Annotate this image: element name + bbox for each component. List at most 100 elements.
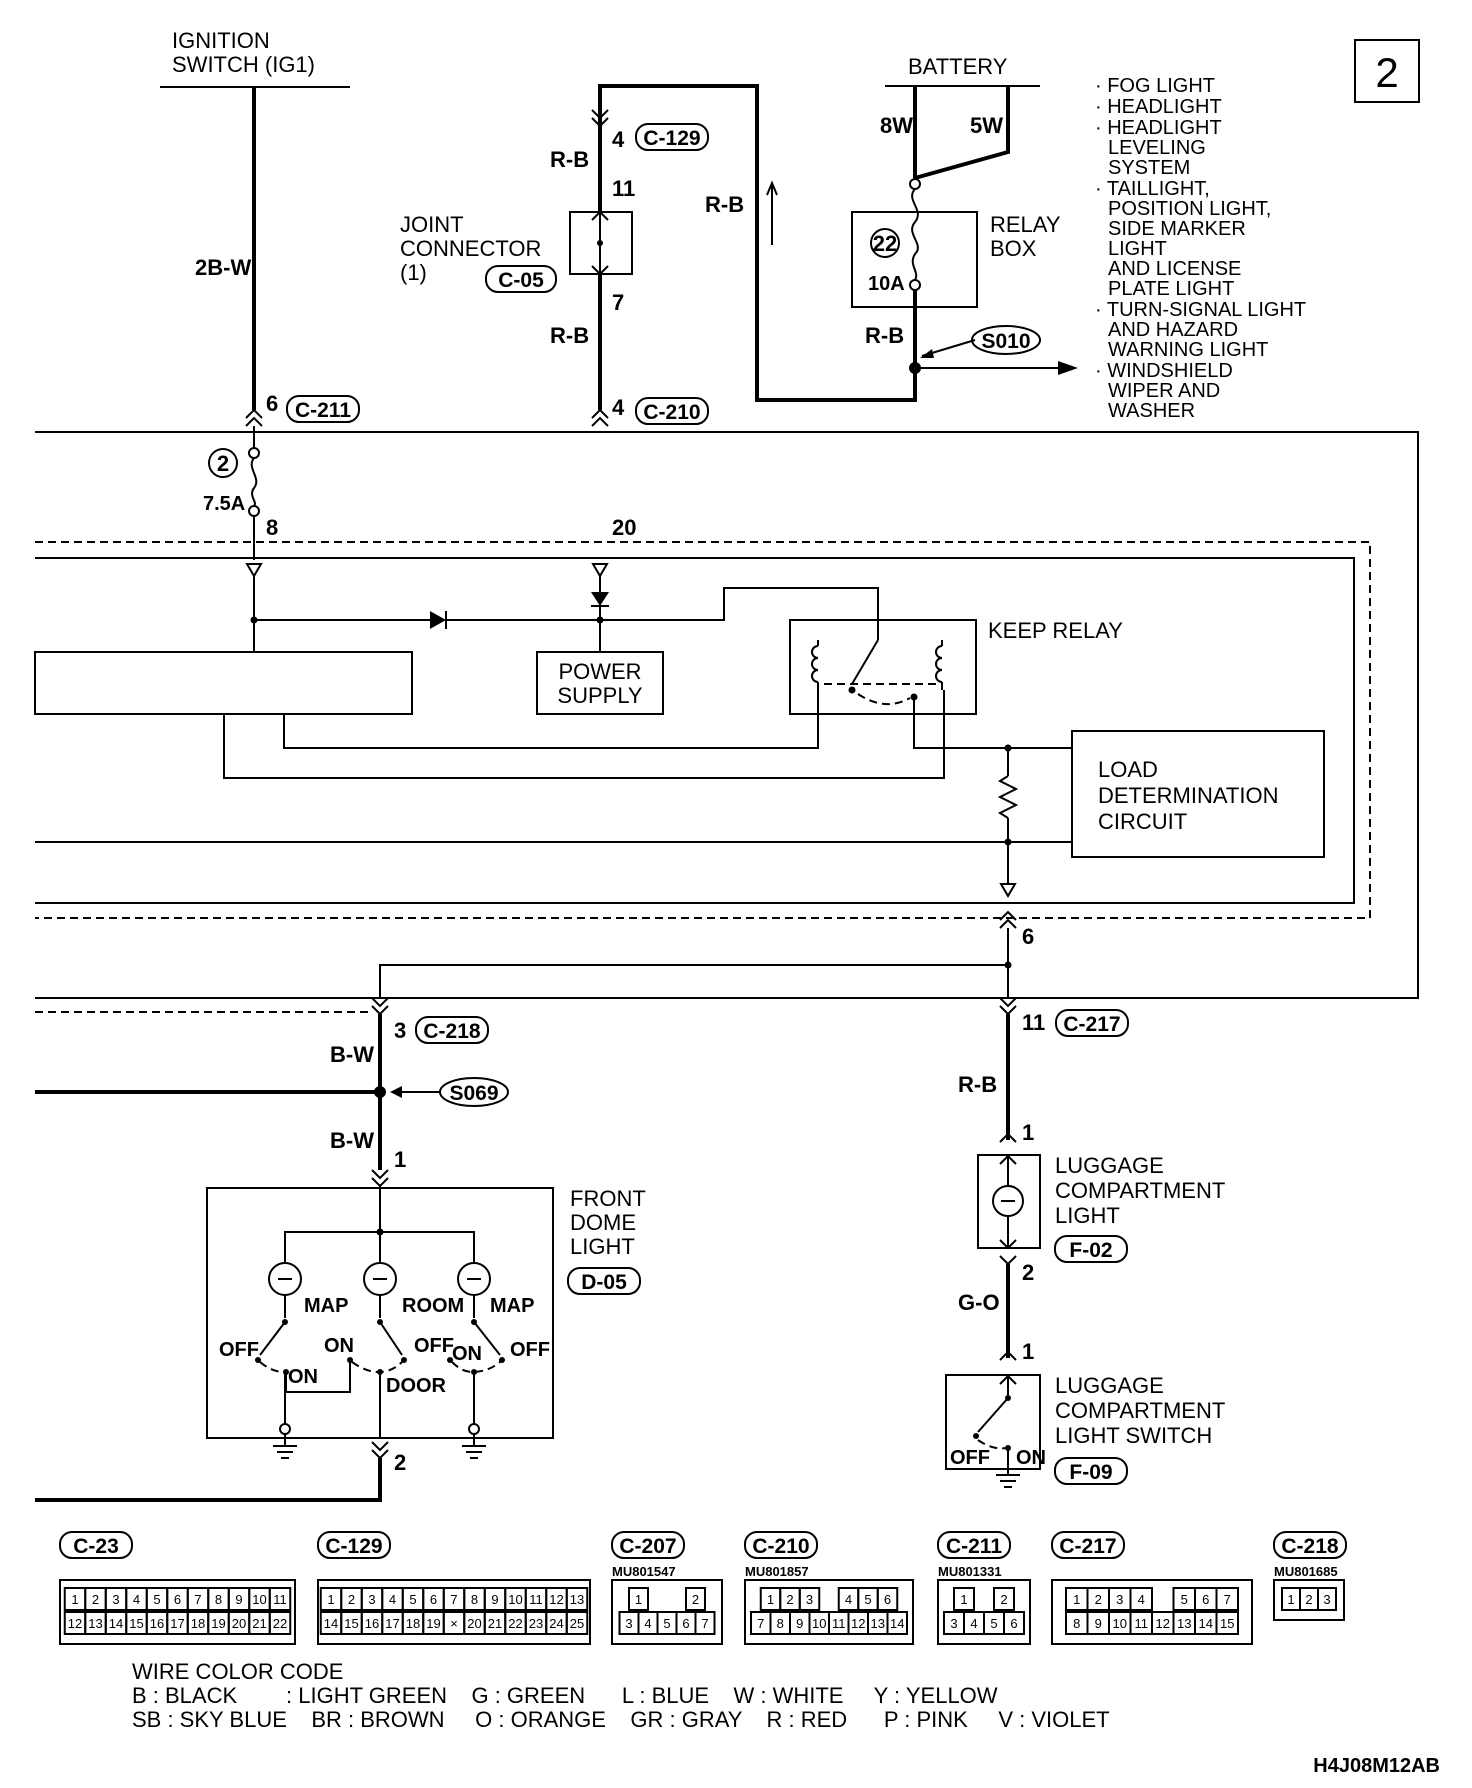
fuse-22-number: 22 [873,231,897,256]
dome-label-3: LIGHT [570,1234,635,1259]
connector-pin: 7 [757,1616,764,1631]
connector-pin: 22 [273,1616,287,1631]
lsw-label-1: LUGGAGE [1055,1373,1164,1398]
connector-pin: 16 [150,1616,164,1631]
connector-pin: 4 [970,1616,977,1631]
connector-pin: 7 [1224,1592,1231,1607]
connector-pin: 7 [450,1592,457,1607]
pin-6-inner: 6 [1022,924,1034,949]
wire-label-go: G-O [958,1290,1000,1315]
dest-9: AND LICENSE [1108,258,1241,280]
connector-face-label: C-211 [946,1535,1002,1558]
label-off-right: OFF [510,1339,550,1361]
connector-pin: × [450,1616,458,1631]
connector-pin: 18 [191,1616,205,1631]
connector-pin: 13 [1177,1616,1191,1631]
battery: BATTERY 8W 5W [880,54,1040,180]
label-map-left: MAP [304,1295,348,1317]
connector-pin: 20 [232,1616,246,1631]
connector-c129: C-129 [643,127,700,150]
pin-11-jc: 11 [612,176,635,201]
joint-label-1: JOINT [400,212,464,237]
connector-pin: 8 [777,1616,784,1631]
connector-pin: 6 [1010,1616,1017,1631]
connector-pin: 21 [488,1616,502,1631]
connector-pin: 1 [960,1592,967,1607]
connector-pin: 1 [71,1592,78,1607]
pin-1-lug: 1 [1022,1120,1034,1145]
load-determination-circuit: LOAD DETERMINATION CIRCUIT [1071,730,1325,858]
fuse-2-number: 2 [217,451,229,476]
pin-7-jc: 7 [612,290,624,315]
connector-pin: 24 [549,1616,563,1631]
connector-pin: 3 [625,1616,632,1631]
connector-c210: C-210 [643,401,700,424]
connector-pin: 10 [252,1592,266,1607]
connector-pin: 8 [471,1592,478,1607]
etacs-dashed-box [35,541,1371,919]
connector-pin: 9 [1095,1616,1102,1631]
connector-pin: 2 [1000,1592,1007,1607]
wire-label-rb-1: R-B [550,147,589,172]
page-number-box: 2 [1354,39,1420,103]
wire-label-bw-2: B-W [330,1128,374,1153]
connector-pin: 2 [692,1592,699,1607]
wire-label-rb-3: R-B [550,323,589,348]
connector-pin: 12 [68,1616,82,1631]
fuse-22-amp: 10A [868,273,905,295]
wcc-line1: B : BLACK : LIGHT GREEN G : GREEN L : BL… [132,1683,998,1708]
dest-5: · TAILLIGHT, [1095,178,1210,200]
label-switch-off: OFF [950,1447,990,1469]
ignition-label-2: SWITCH (IG1) [172,52,315,77]
connector-pin: 5 [153,1592,160,1607]
figure-code: H4J08M12AB [1313,1755,1440,1777]
dest-11: · TURN-SIGNAL LIGHT [1095,299,1306,321]
label-on-right: ON [452,1343,482,1365]
resistor [997,775,1019,819]
control-block [34,651,413,715]
wire-label-rb-4: R-B [865,323,904,348]
dest-7: SIDE MARKER [1108,218,1246,240]
ground-dome [273,1434,486,1459]
dest-13: WARNING LIGHT [1108,339,1268,361]
etacs-outer-box [35,431,1419,999]
connector-pin: 19 [426,1616,440,1631]
wire-label-2bw: 2B-W [195,255,251,280]
connector-face-label: C-207 [619,1535,676,1558]
dest-10: PLATE LIGHT [1108,278,1234,300]
connector-pin: 11 [832,1616,846,1631]
connector-pin: 1 [767,1592,774,1607]
connector-pin: 10 [1113,1616,1127,1631]
connector-c211: C-211 [295,399,351,422]
connector-pin: 5 [864,1592,871,1607]
lug-label-1: LUGGAGE [1055,1153,1164,1178]
relay-box-label-2: BOX [990,236,1037,261]
luggage-compartment-light: LUGGAGE COMPARTMENT LIGHT F-02 [977,1153,1225,1263]
keep-relay-label: KEEP RELAY [988,618,1123,643]
dest-8: LIGHT [1108,238,1167,260]
keep-relay: KEEP RELAY [789,618,1123,715]
connector-pin: 13 [871,1616,885,1631]
dest-14: · WINDSHIELD [1095,360,1233,382]
connector-pin: 8 [1073,1616,1080,1631]
connector-pin: 6 [884,1592,891,1607]
wcc-title: WIRE COLOR CODE [132,1659,343,1684]
connector-pin: 14 [324,1616,338,1631]
wire-label-bw-1: B-W [330,1042,374,1067]
etacs-inner-box [35,557,1355,904]
connector-pin: 5 [1181,1592,1188,1607]
pin-11-c217: 11 [1022,1010,1045,1035]
connector-pin: 16 [365,1616,379,1631]
joint-connector: JOINT CONNECTOR (1) C-05 [400,210,633,293]
power-supply: POWER SUPPLY [536,651,664,715]
dest-16: WASHER [1108,400,1195,422]
battery-label: BATTERY [908,54,1008,79]
connector-pin: 9 [491,1592,498,1607]
pin-1-sw: 1 [1022,1339,1034,1364]
connector-f09: F-09 [1069,1461,1112,1484]
